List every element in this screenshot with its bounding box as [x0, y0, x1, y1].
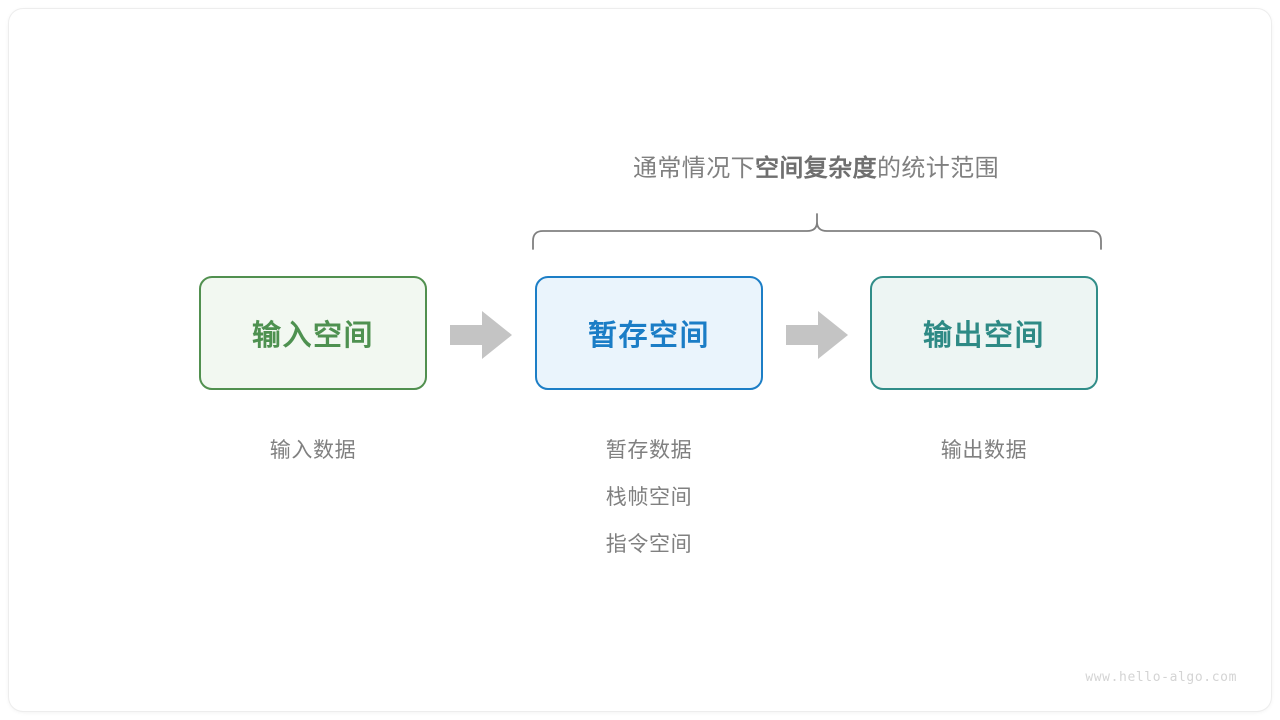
brace-caption: 通常情况下空间复杂度的统计范围: [533, 152, 1099, 186]
brace-caption-suffix: 的统计范围: [877, 155, 999, 182]
box-temp-space-label: 暂存空间: [587, 320, 710, 352]
caption-item: 输出数据: [940, 439, 1028, 462]
box-temp-space: 暂存空间: [535, 276, 763, 390]
box-input-space-label: 输入空间: [251, 320, 374, 352]
card-frame: 通常情况下空间复杂度的统计范围 输入空间 暂存空间 输出空间 输入数据 暂存数据: [9, 9, 1271, 711]
caption-item: 输入数据: [269, 439, 357, 462]
caption-output-column: 输出数据: [870, 427, 1098, 474]
box-output-space: 输出空间: [870, 276, 1098, 390]
watermark: www.hello-algo.com: [1085, 670, 1237, 685]
caption-item: 栈帧空间: [605, 486, 693, 509]
brace-caption-prefix: 通常情况下: [633, 155, 755, 182]
arrow-right-icon: [450, 311, 512, 359]
box-output-space-label: 输出空间: [922, 320, 1045, 352]
caption-item: 暂存数据: [605, 439, 693, 462]
arrow-right-icon: [786, 311, 848, 359]
curly-brace-icon: [532, 213, 1102, 250]
box-input-space: 输入空间: [199, 276, 427, 390]
caption-item: 指令空间: [605, 533, 693, 556]
caption-input-column: 输入数据: [199, 427, 427, 474]
caption-temp-column: 暂存数据 栈帧空间 指令空间: [535, 427, 763, 568]
brace-caption-emphasis: 空间复杂度: [755, 155, 877, 182]
